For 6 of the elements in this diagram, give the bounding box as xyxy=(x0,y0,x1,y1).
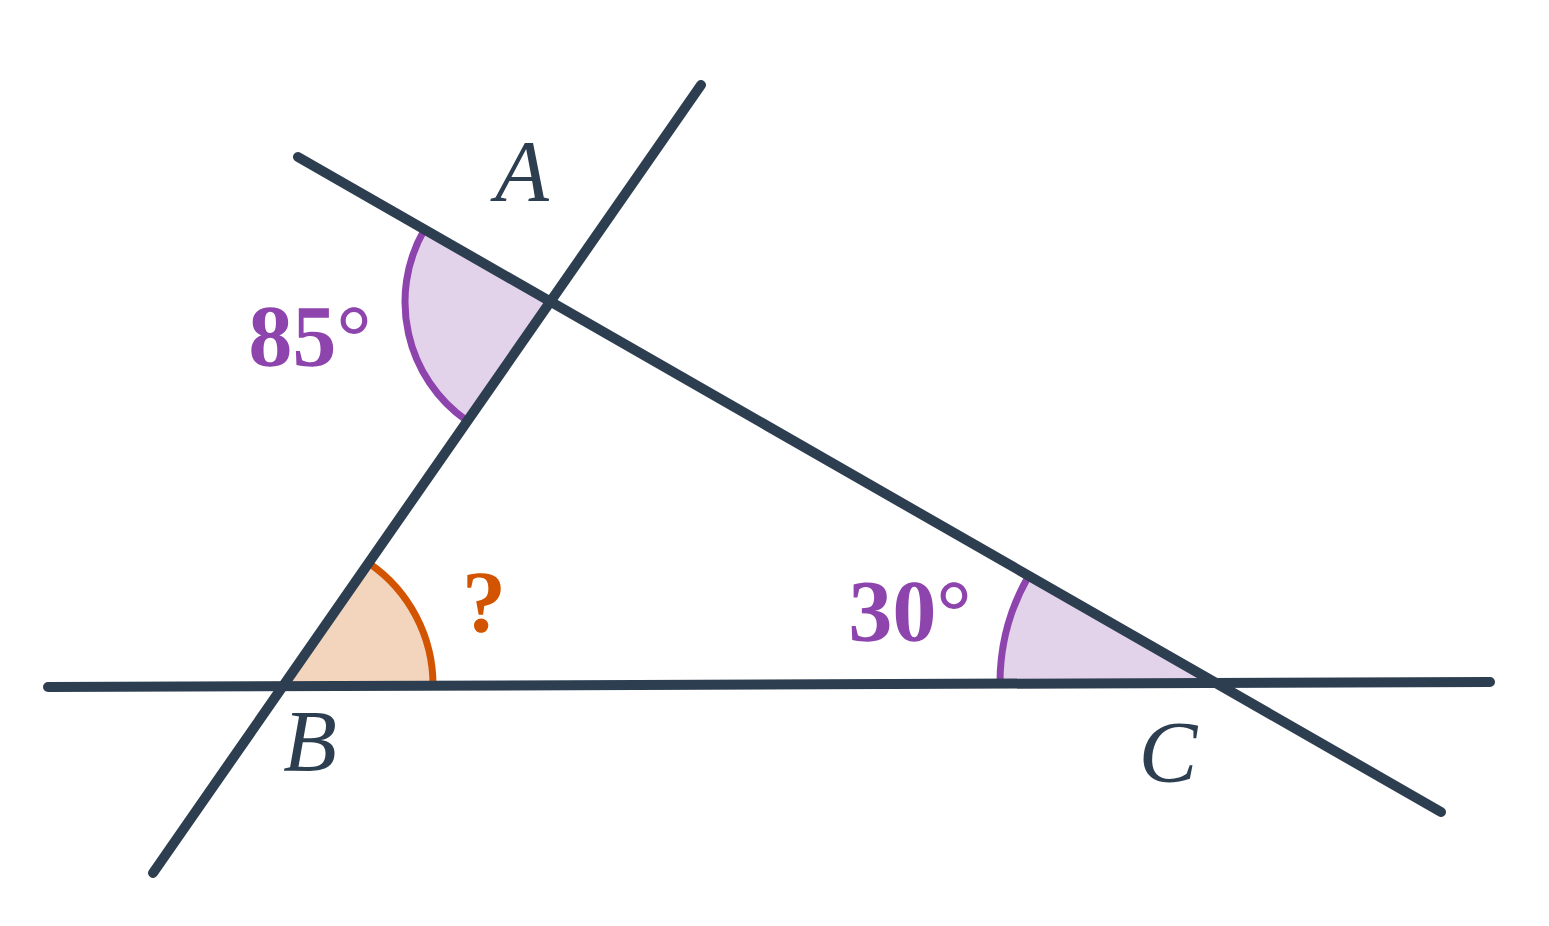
angle-label: ? xyxy=(467,573,501,633)
angle-label: 30° xyxy=(851,582,968,642)
vertex-label: A xyxy=(490,142,550,202)
vertex-label: C xyxy=(1143,723,1199,783)
angle-label: 85° xyxy=(251,307,368,367)
vertex-label: B xyxy=(283,713,335,771)
